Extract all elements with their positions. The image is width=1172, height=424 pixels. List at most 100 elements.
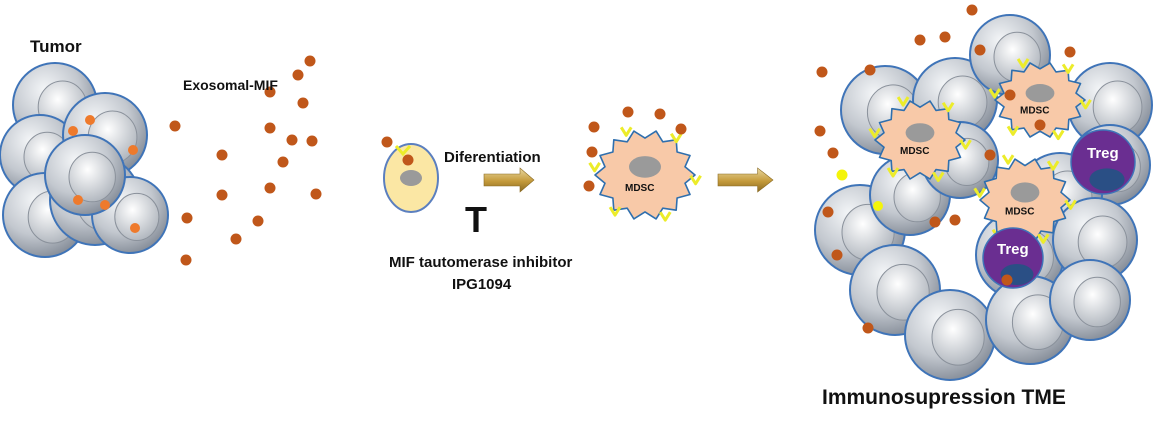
receptor-icon (658, 211, 672, 222)
exosome-dot (230, 233, 242, 245)
exosome-dot (622, 106, 634, 118)
receptor-icon (1046, 160, 1060, 171)
receptor-icon (931, 171, 945, 182)
exosome-dot (939, 31, 951, 43)
mdsc-nucleus (905, 123, 935, 143)
receptor-icon (689, 174, 702, 186)
exosome-dot (654, 108, 666, 120)
exosome-dot (929, 216, 941, 228)
exosome-dot (1064, 46, 1076, 58)
treg-label: Treg (997, 241, 1029, 258)
exosome-dot (974, 44, 986, 56)
treg-cell (1070, 129, 1136, 195)
tumor-exosome-dot (85, 115, 95, 125)
receptor-icon (1016, 58, 1030, 69)
exosome-dot (827, 147, 839, 159)
exosome-dot (297, 97, 309, 109)
immune-cell (904, 289, 996, 381)
differentiation-label: Diferentiation (444, 149, 541, 166)
exosome-dot (304, 55, 316, 67)
tumor-exosome-dot (100, 200, 110, 210)
mdsc-cell (588, 126, 702, 222)
layer-precursor (383, 143, 439, 213)
treg-cell (982, 227, 1044, 289)
exosome-dot (264, 122, 276, 134)
arrow-icon (717, 167, 774, 193)
precursor-nucleus (400, 170, 422, 186)
receptor-icon (588, 162, 601, 173)
treg-label: Treg (1087, 145, 1119, 162)
receptor-icon (1064, 199, 1077, 210)
receptor-icon (988, 88, 1001, 99)
receptor-icon (1006, 125, 1020, 136)
exosome-dot (252, 215, 264, 227)
mdsc-nucleus (629, 156, 661, 178)
exosome-dot (814, 125, 826, 137)
receptor-icon (973, 187, 986, 198)
exosome-dot (277, 156, 289, 168)
mdsc-cell (988, 58, 1092, 141)
receptor-icon (669, 132, 683, 144)
receptor-icon (868, 127, 881, 139)
mdsc-label: MDSC (1005, 207, 1034, 218)
exosome-dot (306, 135, 318, 147)
exosome-dot (862, 322, 874, 334)
yellow-dot (836, 169, 848, 181)
layer-arrows (483, 167, 774, 193)
precursor-cell (383, 143, 439, 213)
mdsc-label: MDSC (900, 146, 929, 157)
layer-mdsc (588, 58, 1092, 244)
tme-label: Immunosupression TME (822, 386, 1066, 409)
receptor-icon (394, 145, 412, 157)
exosome-dot (1001, 274, 1013, 286)
exosome-dot (181, 212, 193, 224)
exosome-dot (286, 134, 298, 146)
exosome-dot (264, 86, 276, 98)
receptor-icon (1036, 233, 1050, 244)
receptor-icon (1051, 129, 1065, 141)
inhibitor-name: MIF tautomerase inhibitor (389, 254, 573, 271)
inhibitor-symbol: T (465, 199, 487, 240)
cell-nucleus (931, 308, 985, 366)
exosome-dot (914, 34, 926, 46)
exosome-dot (264, 182, 276, 194)
receptor-icon (886, 167, 900, 178)
receptor-icon (896, 96, 910, 107)
exosome-dot (1004, 89, 1016, 101)
exosome-dot (864, 64, 876, 76)
cell-nucleus (114, 192, 160, 241)
arrow-icon (483, 167, 535, 193)
exosome-dot (966, 4, 978, 16)
exosome-dot (816, 66, 828, 78)
cell-nucleus (68, 151, 116, 203)
inhibitor-compound: IPG1094 (452, 276, 512, 293)
exosome-dot (180, 254, 192, 266)
receptor-icon (941, 101, 955, 113)
exosome-dot (216, 149, 228, 161)
exosome-dot (831, 249, 843, 261)
mdsc-label: MDSC (625, 183, 654, 194)
yellow-dot (873, 201, 883, 211)
receptor-icon (959, 139, 972, 150)
exosome-dot (588, 121, 600, 133)
tumor-exosome-dot (128, 145, 138, 155)
exosome-dot (675, 123, 687, 135)
exosome-dot (292, 69, 304, 81)
tumor-label: Tumor (30, 37, 82, 56)
treg-nucleus (1089, 168, 1125, 191)
immune-cell (1067, 62, 1153, 148)
exosome-dot (583, 180, 595, 192)
immune-cell (44, 134, 126, 216)
mdsc-cell (973, 154, 1077, 244)
exosome-dot (949, 214, 961, 226)
mdsc-nucleus (1025, 84, 1055, 103)
receptor-icon (1061, 63, 1075, 74)
exosome-dot (216, 189, 228, 201)
mdsc-cell (868, 96, 972, 182)
layer-dots (68, 4, 1076, 334)
mdsc-label: MDSC (1020, 105, 1049, 116)
receptor-icon (1001, 154, 1015, 165)
exosome-dot (381, 136, 393, 148)
